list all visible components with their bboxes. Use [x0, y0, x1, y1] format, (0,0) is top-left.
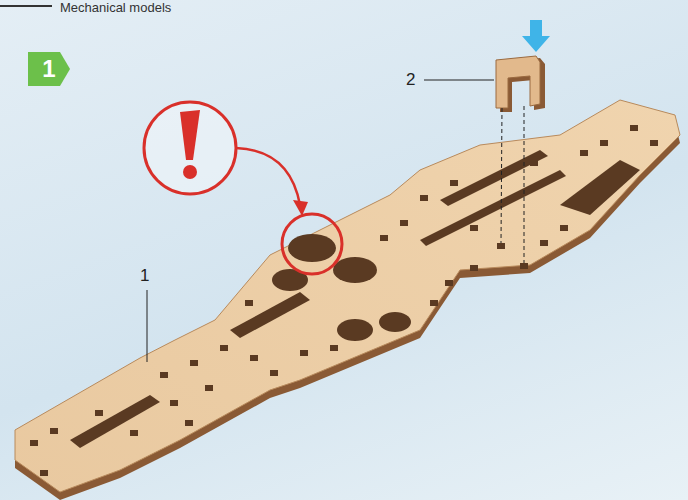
warning-circle [144, 102, 236, 194]
callout-number: 2 [406, 70, 415, 90]
callout-number: 1 [140, 266, 149, 286]
step-number-wrap: 1 [28, 52, 70, 86]
plate-holes [30, 125, 658, 476]
guide-line [501, 108, 502, 243]
exclamation-mark [180, 110, 200, 160]
part-2-clip [496, 56, 545, 112]
guide-line [524, 106, 525, 263]
leader-line [147, 290, 148, 362]
header-rule [0, 5, 52, 7]
callout-arrowhead [293, 200, 308, 216]
section-header: Mechanical models [60, 0, 171, 15]
exclamation-dot [183, 165, 197, 179]
step-badge: 1 [28, 52, 70, 86]
leader-line [424, 80, 494, 81]
callout-arrow [236, 148, 300, 205]
base-plate [15, 100, 680, 492]
step-number: 1 [42, 55, 55, 82]
highlight-circle [282, 214, 342, 274]
insert-arrow [522, 20, 550, 52]
